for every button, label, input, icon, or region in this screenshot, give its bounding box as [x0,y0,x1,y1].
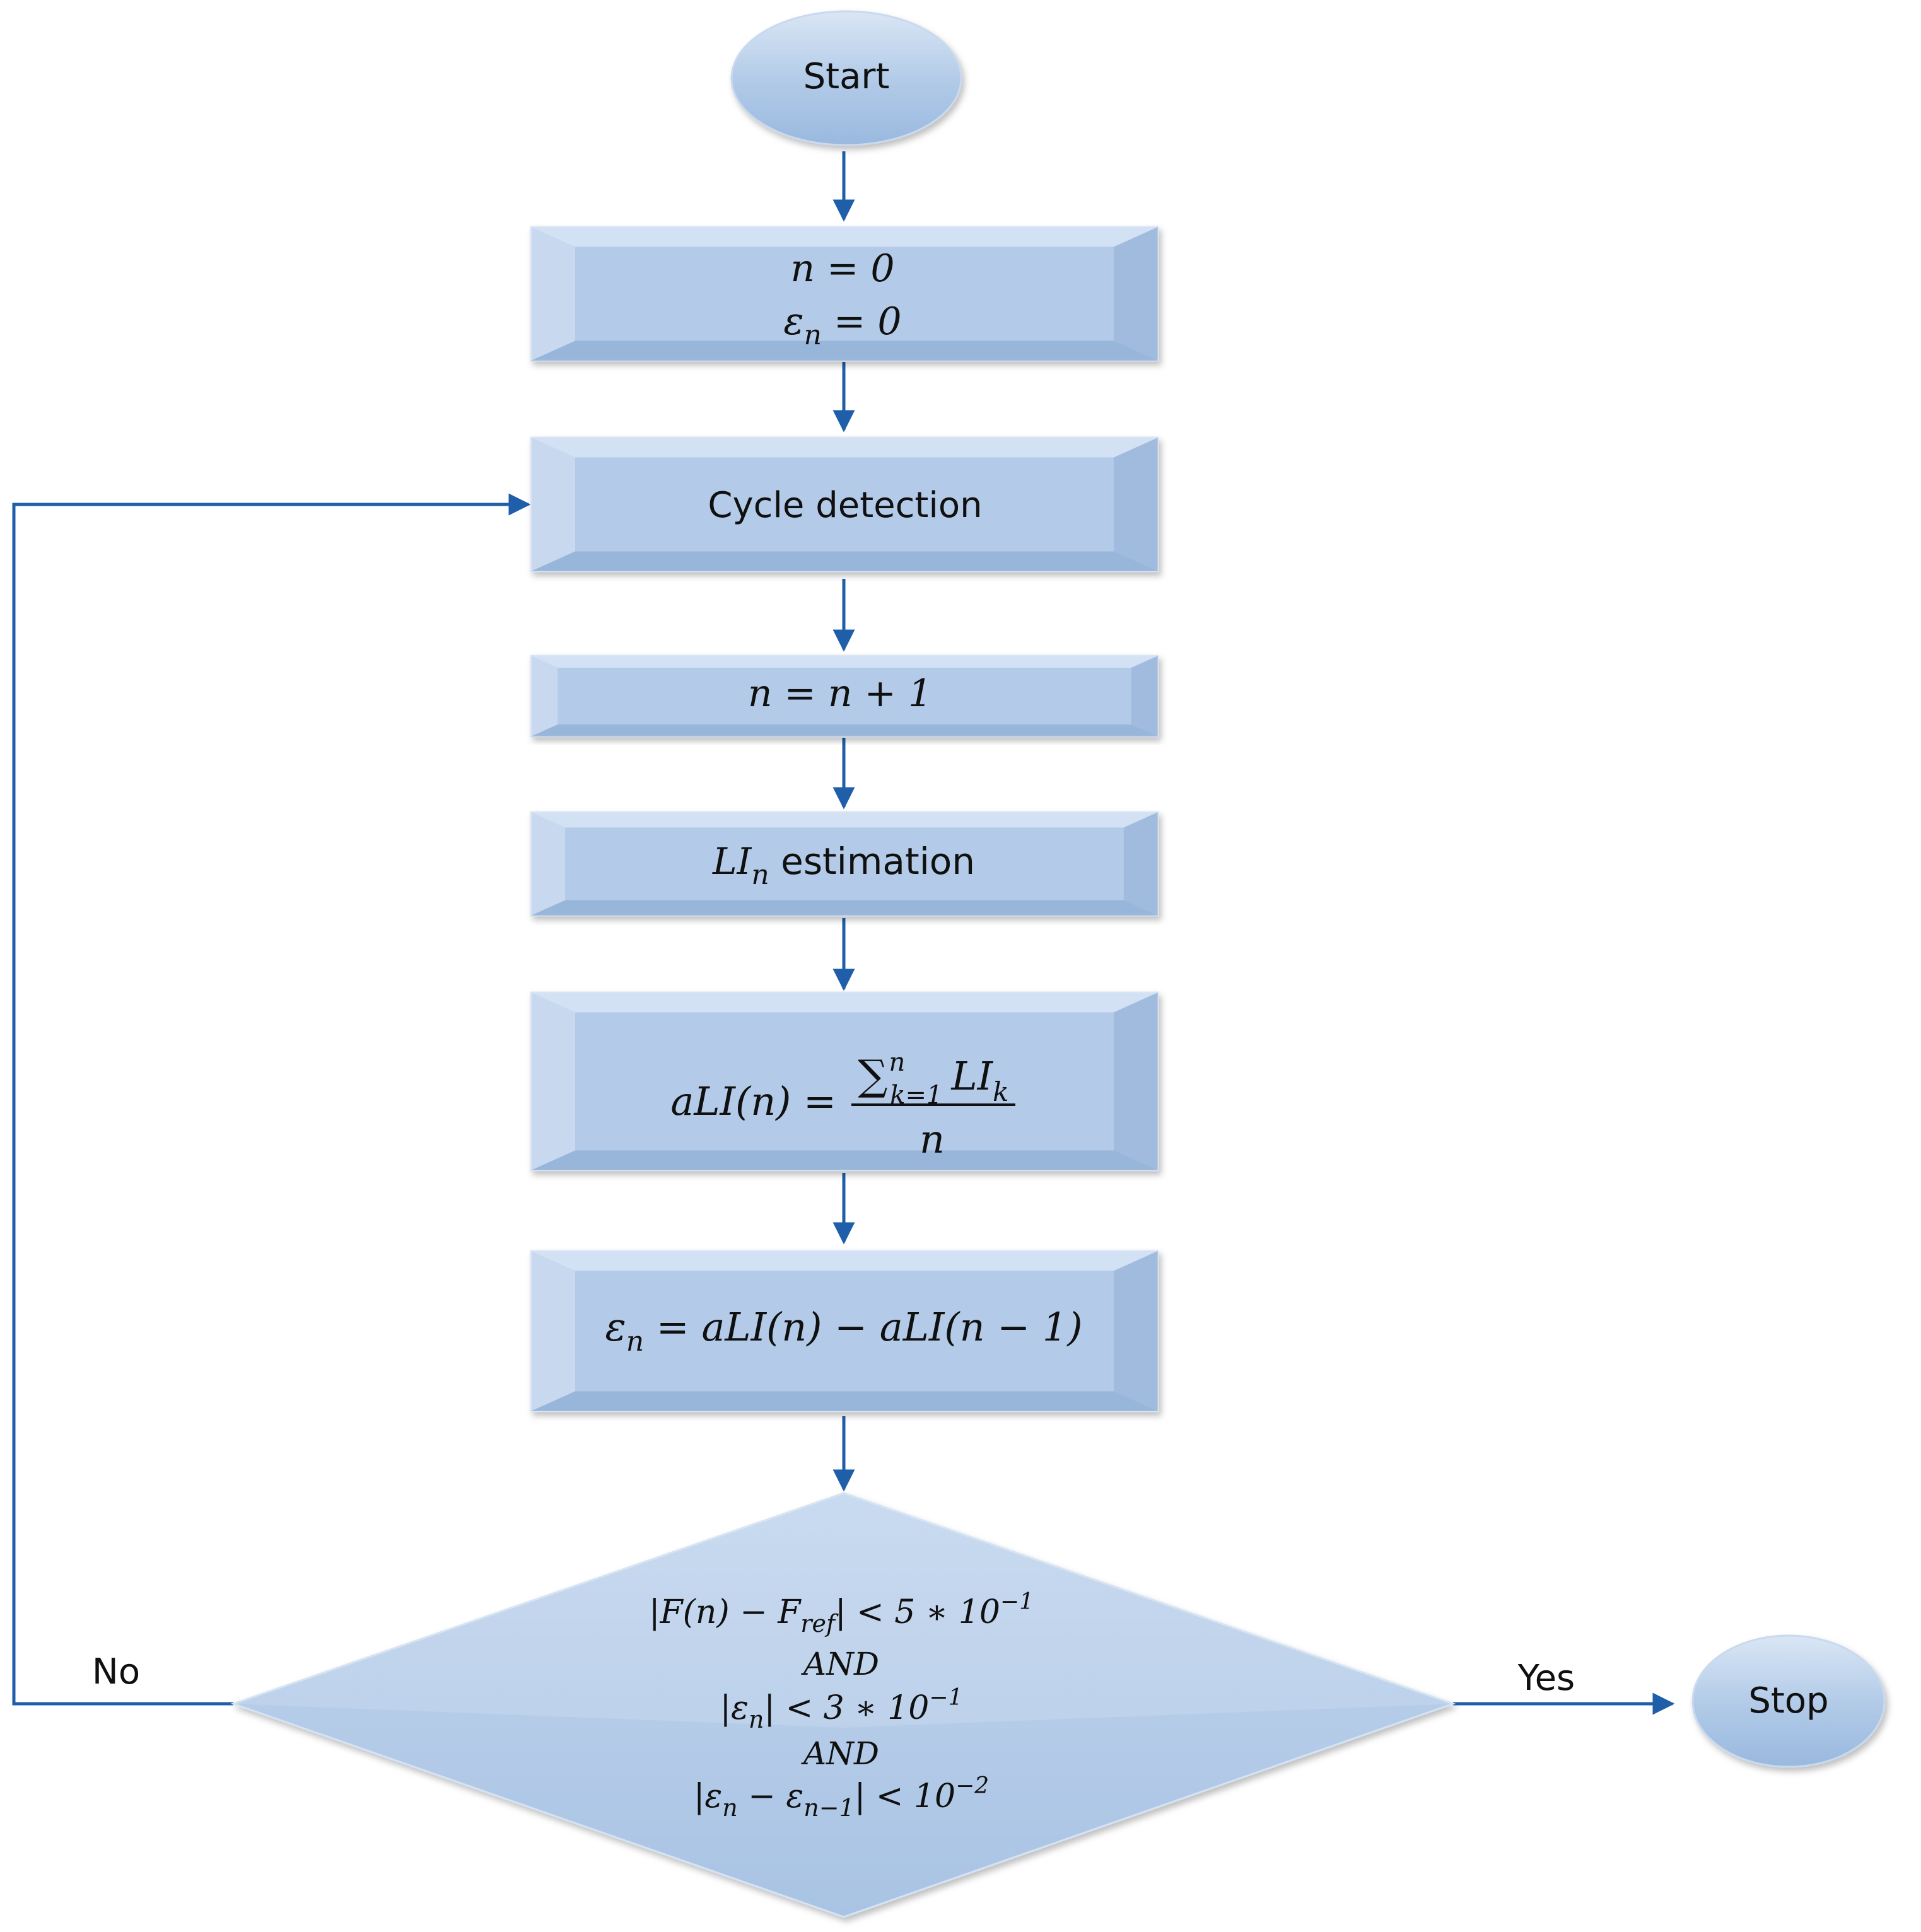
increment-box [530,655,1159,738]
init-box-right-bevel [1114,227,1158,361]
decision-line1: |F(n) − Fref| < 5 ∗ 10−1 [649,1589,1034,1638]
cycle-detection-box-top-bevel [531,438,1158,458]
cycle-detection-box-right-bevel [1114,438,1158,571]
init-text: n = 0 εn = 0 [783,247,901,351]
cycle-detection-box-left-bevel [531,438,575,571]
epsilon-box-top-bevel [531,1251,1158,1271]
stop-label: Stop [1748,1680,1828,1721]
increment-box-top-bevel [531,656,1158,668]
li-estimation-box-right-bevel [1123,812,1158,916]
start-node: Start [730,10,962,146]
li-estimation-box-left-bevel [531,812,566,916]
init-line1: n = 0 [790,247,894,291]
decision-diamond [230,1492,1456,1918]
init-box [530,226,1159,362]
init-box-left-bevel [531,227,575,361]
epsilon-box-bottom-bevel [531,1391,1158,1411]
increment-label: n = n + 1 [748,672,932,716]
decision-line2: |εn| < 3 ∗ 10−1 [720,1685,963,1733]
init-box-top-bevel [531,227,1158,247]
ali-box-face [530,991,1159,1172]
cycle-detection-box [530,436,1159,573]
ali-box-left-bevel [531,992,575,1170]
decision-diamond-bevel [233,1493,1453,1728]
decision-and1: AND [801,1646,879,1682]
no-label: No [92,1651,140,1692]
decision-node: |F(n) − Fref| < 5 ∗ 10−1 AND |εn| < 3 ∗ … [230,1492,1456,1918]
epsilon-formula: εn = aLI(n) − aLI(n − 1) [605,1304,1082,1358]
increment-box-bottom-bevel [531,724,1158,736]
stop-node: Stop [1691,1634,1886,1768]
increment-box-right-bevel [1131,656,1158,736]
init-box-face [530,226,1159,362]
init-box-bottom-bevel [531,340,1158,361]
ali-box-top-bevel [531,992,1158,1013]
ali-lhs: aLI(n) = [670,1078,836,1124]
ali-denominator: n [920,1116,945,1162]
stop-oval [1691,1634,1886,1768]
epsilon-box-right-bevel [1114,1251,1158,1411]
arrow-no-loop [12,493,531,1706]
process-boxes [530,226,1159,1412]
connectors [12,151,1675,1715]
start-label: Start [803,56,890,97]
li-estimation-box [530,811,1159,917]
cycle-detection-box-bottom-bevel [531,551,1158,571]
epsilon-box-left-bevel [531,1251,575,1411]
start-oval [730,10,962,146]
init-line2: εn = 0 [783,300,901,351]
cycle-detection-label: Cycle detection [708,485,982,526]
li-estimation-label: LIn estimation [712,840,975,891]
increment-box-left-bevel [531,656,558,736]
ali-box-right-bevel [1114,992,1158,1170]
decision-line3: |εn − εn−1| < 10−2 [694,1773,989,1822]
li-estimation-box-face [530,811,1159,917]
li-estimation-box-bottom-bevel [531,900,1158,916]
decision-and2: AND [801,1735,879,1772]
ali-box-bottom-bevel [531,1150,1158,1170]
li-estimation-box-top-bevel [531,812,1158,828]
ali-box [530,991,1159,1172]
epsilon-box [530,1250,1159,1412]
yes-label: Yes [1517,1658,1575,1699]
